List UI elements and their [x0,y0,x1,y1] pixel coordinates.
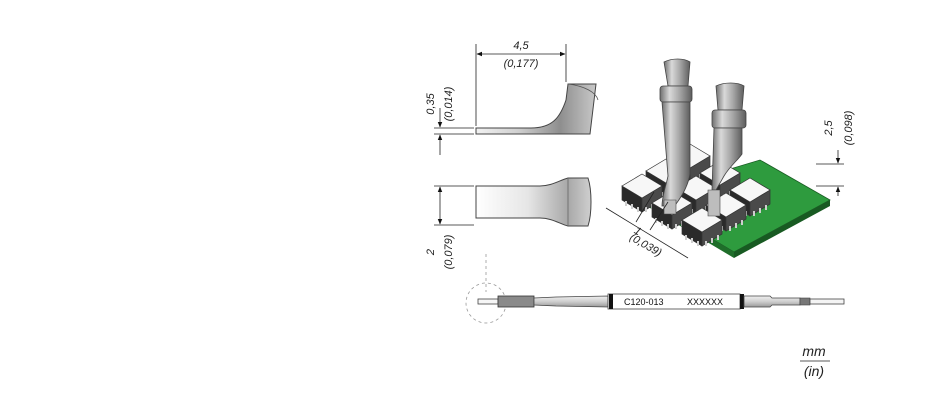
height-in-label: (0,098) [843,110,855,145]
tip-top-view [475,177,592,227]
width-in-label: (0,177) [504,58,539,70]
soldering-tip-left [659,58,693,215]
cartridge-neck [497,295,535,308]
blade-mm-label: 2 [425,249,437,256]
cartridge-overview: C120-013 XXXXXX [465,254,845,324]
units-legend: mm (in) [800,343,830,379]
height-mm-label: 2,5 [823,119,835,136]
cartridge-tip [477,298,499,305]
pitch-mm-label: 1 [632,225,643,238]
thickness-in-label: (0,014) [443,86,455,121]
cartridge-rear-sleeve [743,295,801,308]
pitch-in-label: (0,039) [627,231,663,259]
tip-side-profile [475,83,599,135]
units-secondary-label: (in) [804,363,824,379]
height-dimension: 2,5 (0,098) [816,110,855,196]
units-primary-label: mm [802,343,826,359]
width-dimension: 4,5 (0,177) [475,40,567,126]
cartridge-connector [799,297,811,306]
soldering-tip-right [707,82,747,217]
width-mm-label: 4,5 [513,40,529,52]
handle-band-right [740,294,744,309]
blade-in-label: (0,079) [443,234,455,269]
blade-width-dimension: 2 (0,079) [425,185,474,269]
cartridge-shaft [533,295,609,308]
handle-band-left [609,294,613,309]
cartridge-code-label: XXXXXX [687,297,723,307]
cartridge-pin [809,298,845,305]
pcb-board-side-right [734,200,830,258]
thickness-dimension: 0,35 (0,014) [425,86,474,155]
chip-component [621,173,663,213]
cartridge-model-label: C120-013 [624,297,664,307]
thickness-mm-label: 0,35 [425,92,437,114]
